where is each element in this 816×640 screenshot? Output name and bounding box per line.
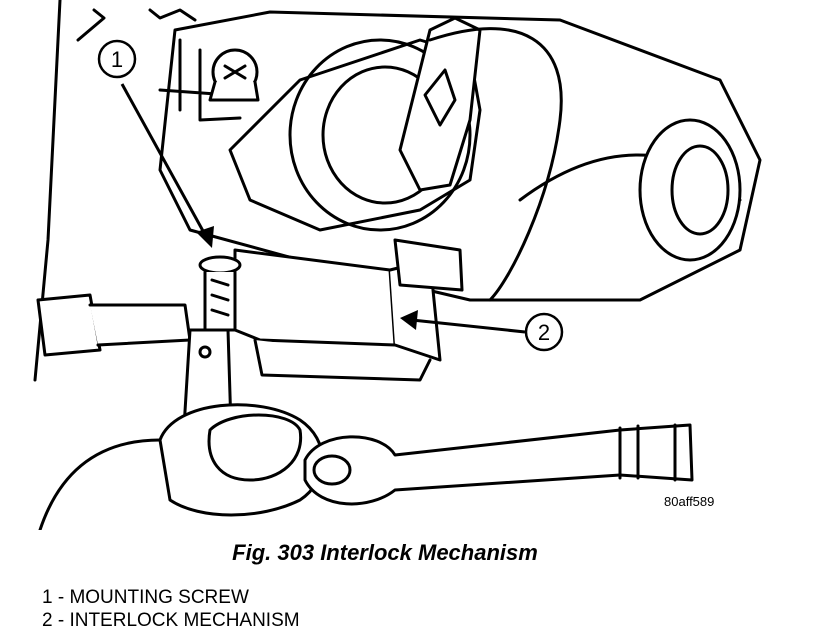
upper-bolt	[208, 48, 260, 102]
callout-2-leader	[411, 318, 526, 334]
mounting-screw	[198, 255, 242, 332]
legend-item-2: 2 - INTERLOCK MECHANISM	[42, 610, 300, 631]
interlock-illustration: 1 2	[33, 0, 762, 530]
callout-1: 1	[97, 39, 214, 248]
ratchet-wrench	[303, 423, 694, 506]
figure-caption: Fig. 303 Interlock Mechanism	[232, 540, 538, 565]
ignition-key	[398, 16, 482, 192]
callout-1-number: 1	[111, 47, 123, 72]
callout-2-number: 2	[538, 320, 550, 345]
legend-item-1: 1 - MOUNTING SCREW	[42, 587, 249, 608]
figure-id: 80aff589	[664, 494, 715, 509]
interlock-mechanism-body	[233, 238, 464, 382]
instrument-panel-bracket	[33, 0, 197, 382]
column-shaft	[638, 118, 742, 262]
callout-2: 2	[400, 310, 564, 352]
left-connector	[36, 293, 192, 357]
callout-2-arrowhead	[400, 310, 418, 330]
legend-list: 1 - MOUNTING SCREW 2 - INTERLOCK MECHANI…	[42, 586, 300, 632]
hand	[38, 403, 324, 530]
callout-1-leader	[120, 83, 210, 241]
callout-1-arrowhead	[196, 226, 214, 248]
